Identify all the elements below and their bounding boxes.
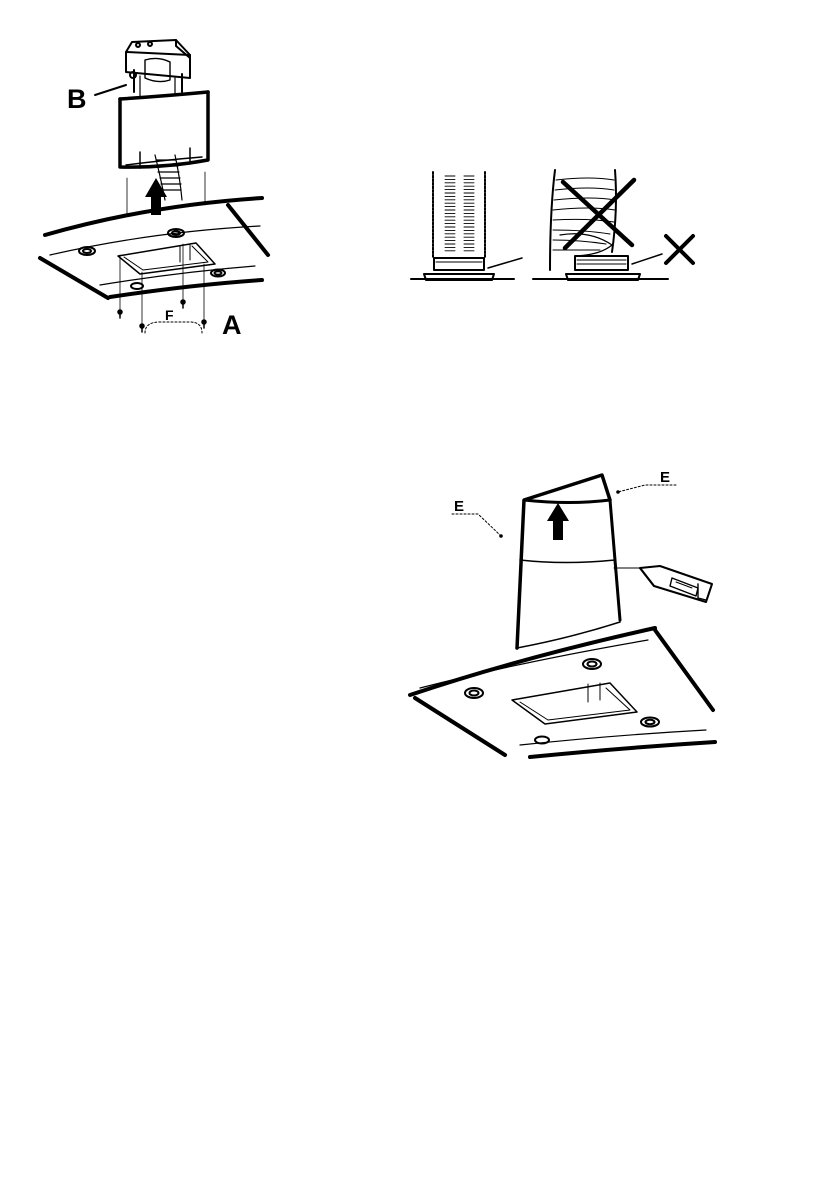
label-e-right: E — [660, 469, 670, 486]
leader-e-left — [452, 514, 500, 535]
screw-bracket-f — [145, 322, 202, 333]
filter-opening-2 — [512, 683, 637, 724]
label-a: A — [222, 310, 242, 340]
label-b: B — [67, 84, 87, 114]
cutter-knife-icon — [640, 566, 712, 602]
chimney-body — [517, 475, 640, 648]
duct-incorrect — [533, 170, 668, 280]
figure-duct-fitting — [411, 170, 693, 280]
label-f: F — [165, 307, 174, 323]
duct-correct — [411, 172, 522, 280]
label-e-left: E — [454, 498, 464, 515]
canopy-lamps-2 — [465, 659, 659, 744]
leader-e-right — [618, 485, 676, 492]
chimney-cover — [120, 92, 208, 168]
hood-canopy-2 — [410, 628, 715, 757]
leader-b — [95, 85, 126, 95]
filter-opening — [118, 243, 215, 274]
fixing-screws — [118, 300, 206, 332]
lift-arrow-2-icon — [547, 503, 569, 540]
canopy-lamps — [79, 229, 225, 289]
wrong-x-small-icon — [666, 236, 693, 263]
figure-chimney-cut — [410, 475, 715, 757]
ceiling-bracket — [126, 40, 190, 96]
